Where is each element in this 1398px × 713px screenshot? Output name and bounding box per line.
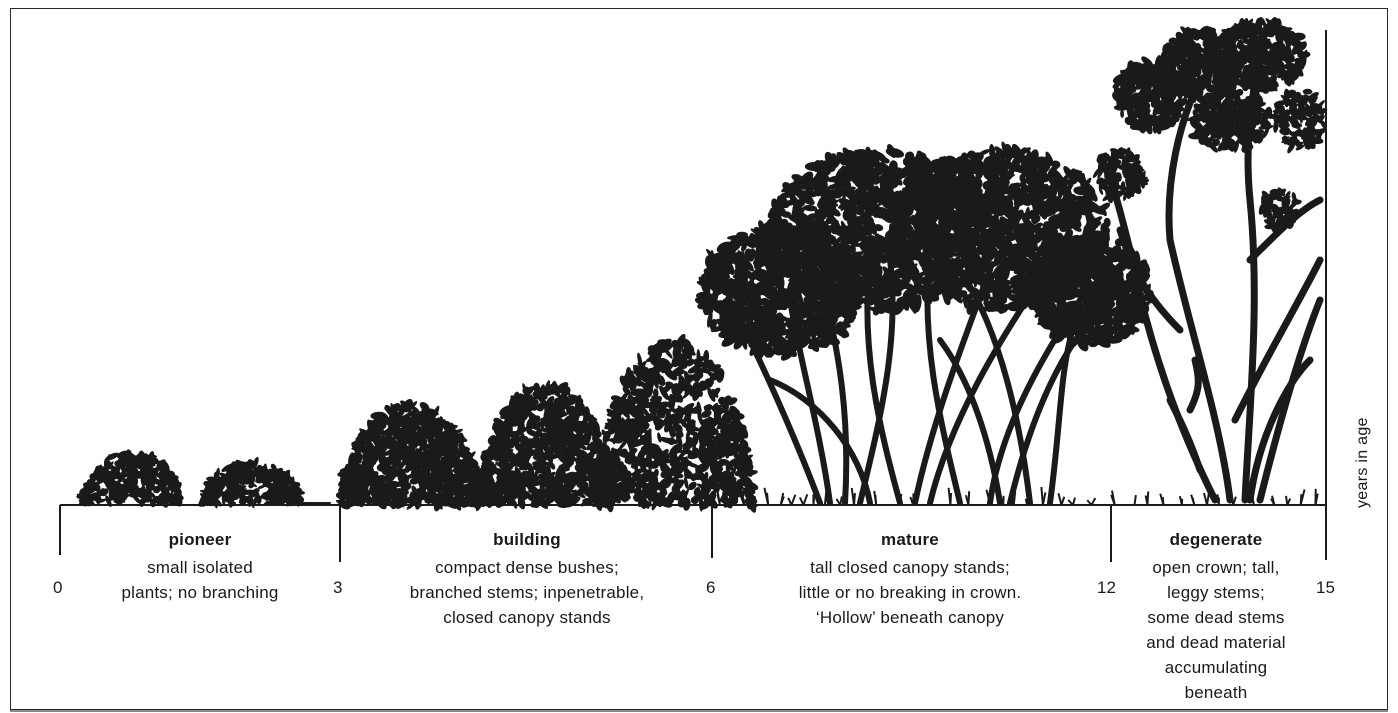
axis-label: years in age [1354, 417, 1372, 508]
plant-foliage [76, 16, 1328, 514]
tick-label-3: 3 [333, 578, 342, 598]
tick-label-12: 12 [1097, 578, 1116, 598]
tick-label-0: 0 [53, 578, 62, 598]
stage-title-degenerate: degenerate [1036, 530, 1396, 550]
stage-desc-degenerate: open crown; tall, leggy stems; some dead… [1036, 555, 1396, 705]
stage-desc-building: compact dense bushes; branched stems; in… [347, 555, 707, 630]
tick-label-15: 15 [1316, 578, 1335, 598]
tick-label-6: 6 [706, 578, 715, 598]
stage-title-building: building [347, 530, 707, 550]
stage-title-pioneer: pioneer [20, 530, 380, 550]
stage-desc-pioneer: small isolated plants; no branching [20, 555, 380, 605]
